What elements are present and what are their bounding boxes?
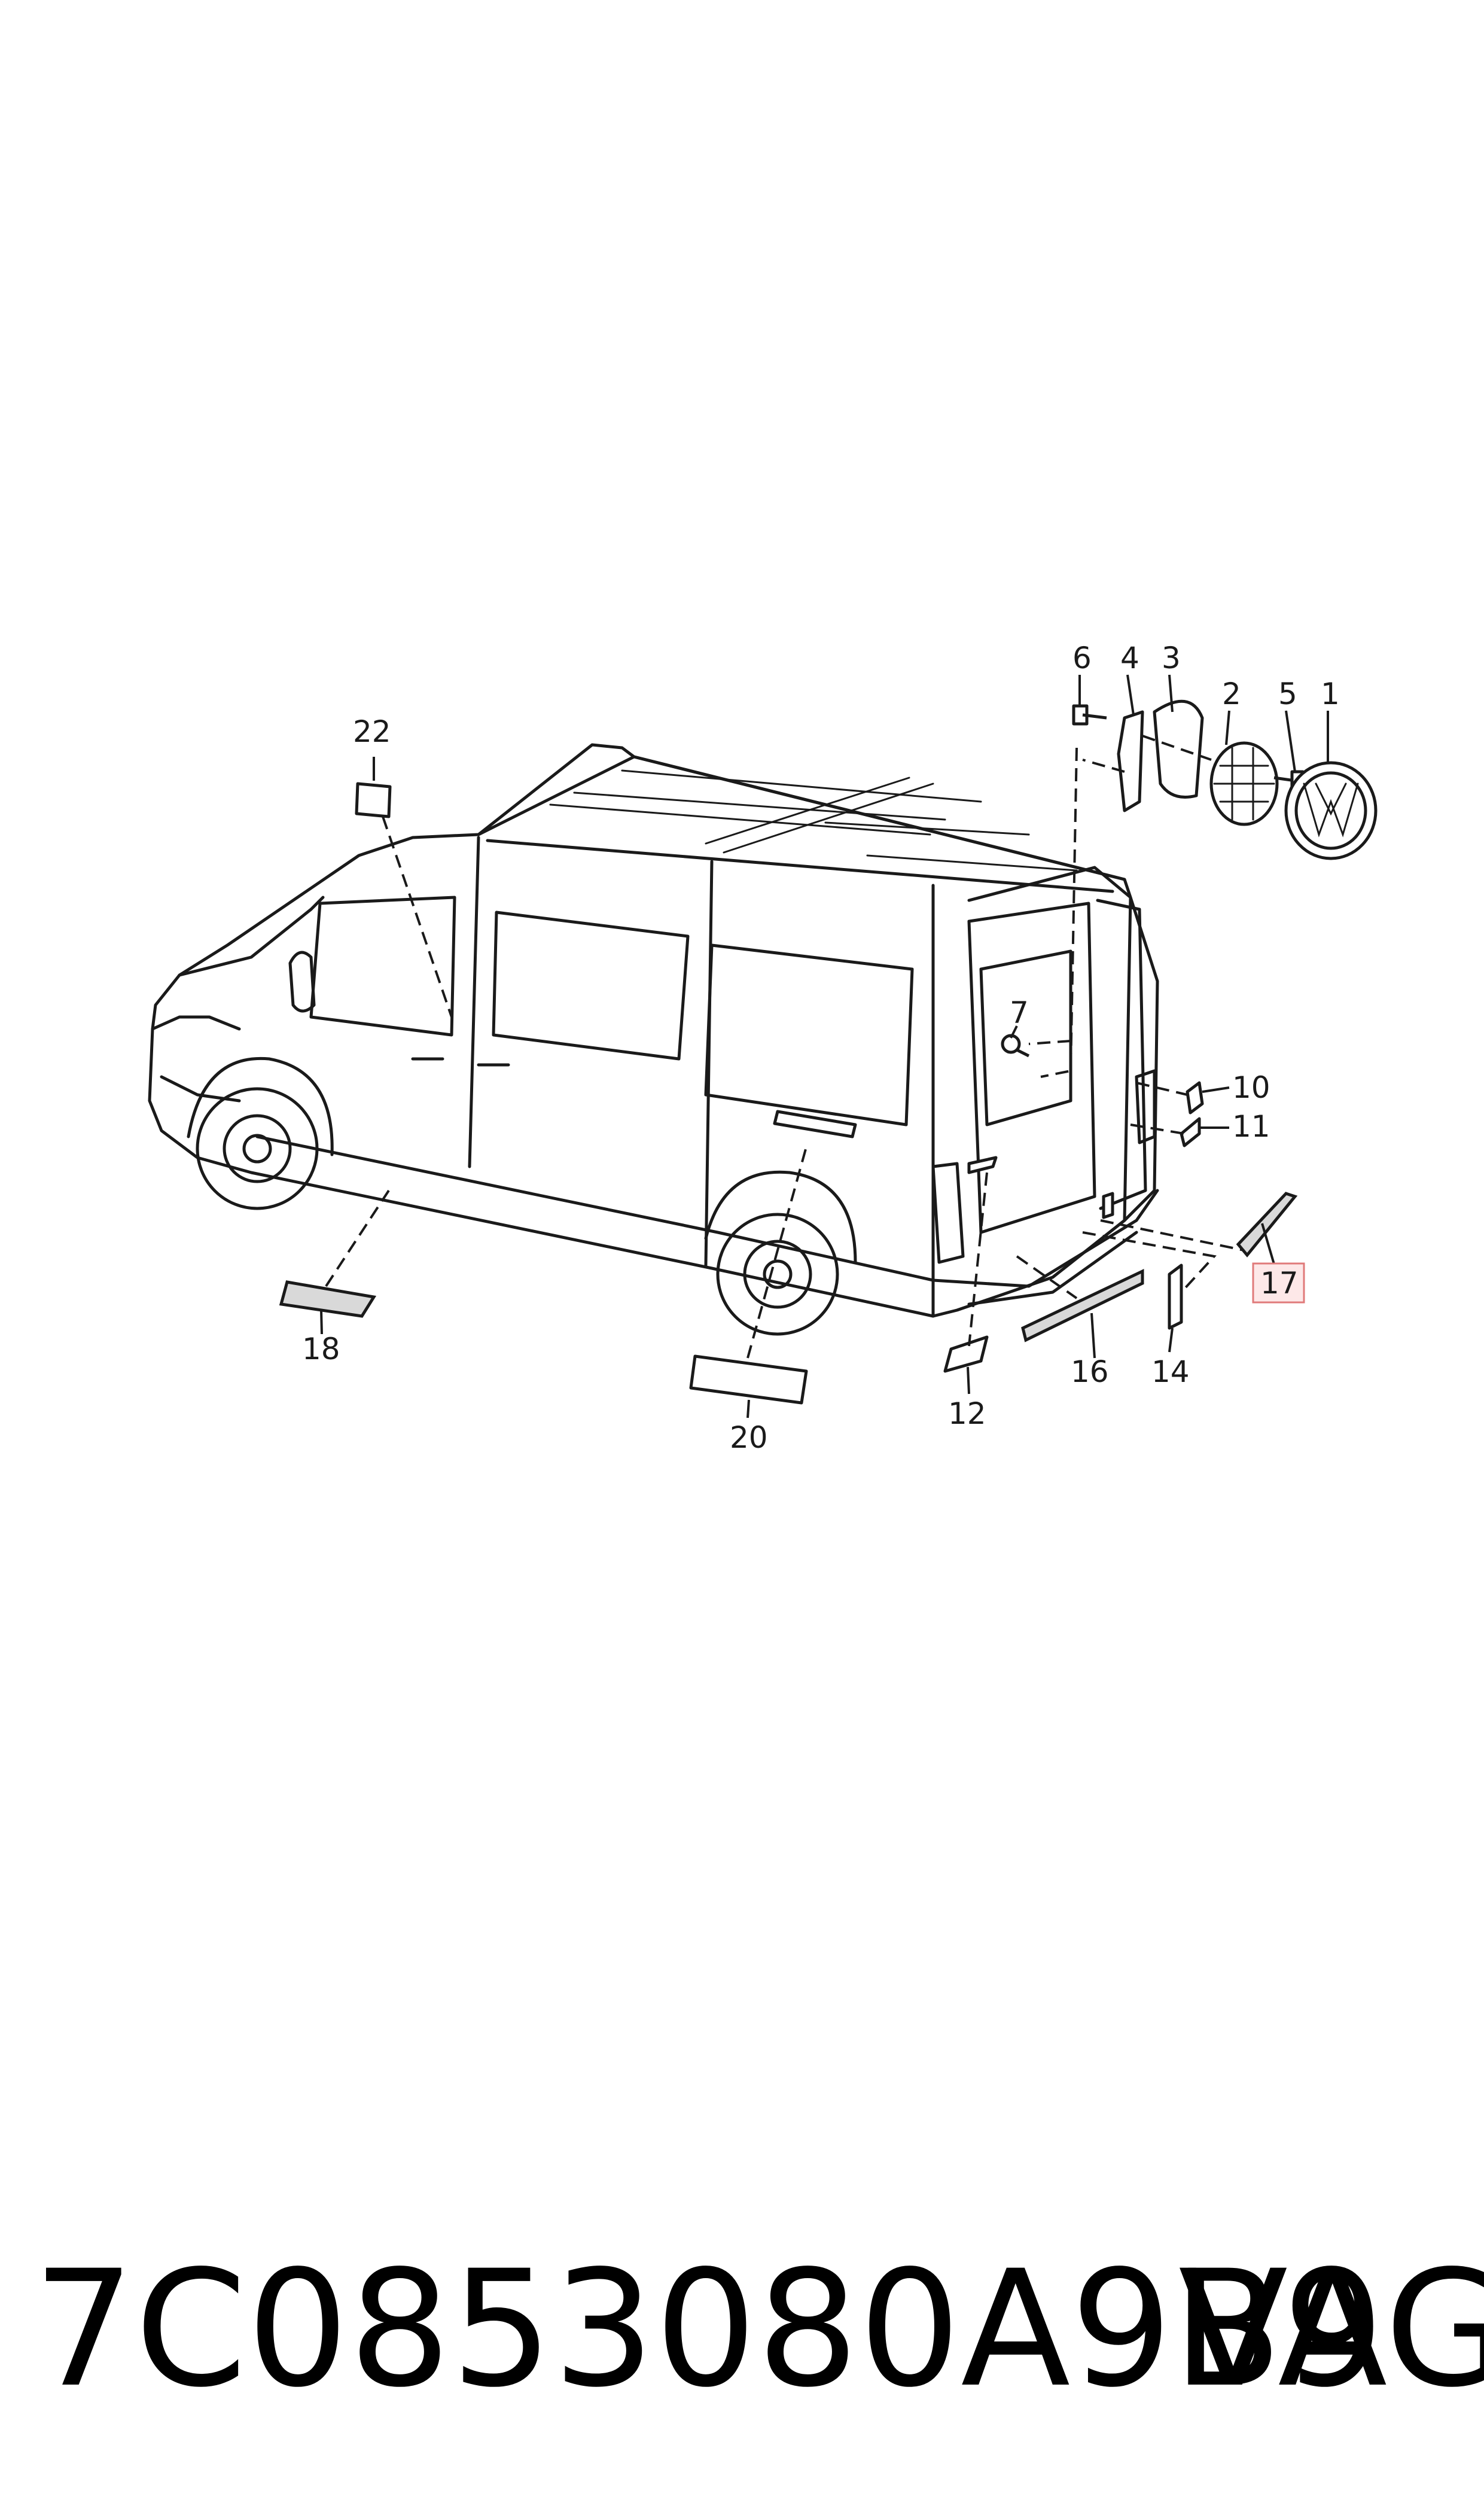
- plate-10[interactable]: [1186, 1081, 1204, 1115]
- callout-12: 12: [948, 1396, 986, 1431]
- vw-emblem-1[interactable]: [1284, 761, 1378, 860]
- callout-5: 5: [1278, 677, 1297, 711]
- callout-20: 20: [730, 1420, 768, 1455]
- part-number: 7C0853080A9B9: [33, 2236, 1385, 2423]
- bracket-4[interactable]: [1117, 710, 1144, 812]
- screw-7[interactable]: [1001, 1034, 1030, 1058]
- carrier-2[interactable]: [1209, 741, 1279, 826]
- brand-name: VAG: [1178, 2236, 1484, 2423]
- trim-17[interactable]: [1236, 1192, 1298, 1258]
- callout-11: 11: [1232, 1109, 1270, 1144]
- callout-18: 18: [302, 1332, 340, 1366]
- trim-parts: [279, 782, 1298, 1405]
- callout-1: 1: [1321, 677, 1340, 711]
- trim-22[interactable]: [355, 782, 392, 818]
- callout-17[interactable]: 17: [1260, 1266, 1299, 1301]
- callout-22: 22: [353, 714, 391, 749]
- callout-6: 6: [1072, 641, 1092, 675]
- callout-4: 4: [1120, 641, 1139, 675]
- callout-7: 7: [1010, 995, 1029, 1030]
- trim-14[interactable]: [1168, 1263, 1183, 1330]
- emblem-parts: [1001, 699, 1378, 1147]
- callout-3: 3: [1162, 641, 1181, 675]
- plate-11[interactable]: [1180, 1117, 1201, 1147]
- trim-16[interactable]: [1021, 1269, 1144, 1342]
- callout-16: 16: [1071, 1354, 1109, 1389]
- screw-6[interactable]: [1072, 704, 1107, 726]
- callout-2: 2: [1222, 677, 1241, 711]
- trim-12[interactable]: [943, 1335, 989, 1373]
- callout-17-highlight: [1252, 1262, 1305, 1304]
- callout-10: 10: [1232, 1070, 1270, 1105]
- trim-20[interactable]: [689, 1354, 808, 1405]
- callout-14: 14: [1151, 1354, 1190, 1389]
- housing-3[interactable]: [1153, 699, 1204, 799]
- trim-18[interactable]: [279, 1280, 377, 1318]
- van-illustration: [148, 743, 1159, 1336]
- rear-wheel: [704, 1170, 857, 1336]
- front-wheel: [187, 1056, 334, 1210]
- callout-labels: 6 4 3 2 5 1 22 7 10 11 17 18 16 14 12 20: [302, 641, 1340, 1455]
- leader-lines: [320, 674, 1329, 1418]
